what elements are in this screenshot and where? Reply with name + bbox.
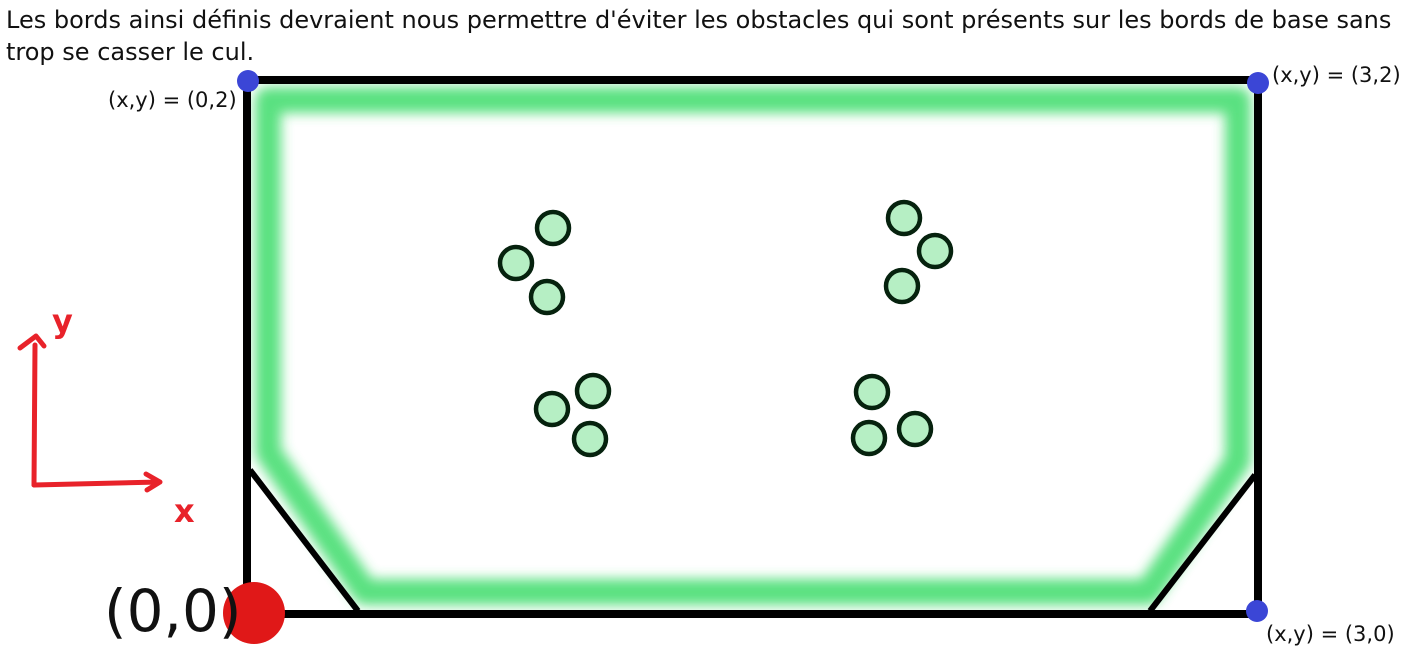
obstacle bbox=[534, 209, 572, 247]
corner-marker-top-right bbox=[1247, 72, 1269, 94]
obstacle bbox=[497, 244, 535, 282]
obstacle bbox=[896, 410, 934, 448]
obstacle bbox=[528, 278, 566, 316]
corner-label-bottom-right: (x,y) = (3,0) bbox=[1266, 622, 1395, 646]
y-axis-label: y bbox=[52, 302, 73, 340]
obstacle bbox=[883, 267, 921, 305]
obstacle-group bbox=[497, 199, 954, 458]
corner-marker-bottom-right bbox=[1246, 600, 1268, 622]
obstacle bbox=[533, 390, 571, 428]
axes-sketch bbox=[17, 333, 163, 493]
field-border bbox=[243, 76, 1262, 618]
obstacle bbox=[571, 420, 609, 458]
y-axis-arrow bbox=[17, 333, 47, 488]
bottom-left-cut-line bbox=[247, 468, 361, 613]
obstacle bbox=[885, 199, 923, 237]
obstacle bbox=[916, 232, 954, 270]
obstacle bbox=[850, 419, 888, 457]
obstacle bbox=[574, 372, 612, 410]
origin-marker bbox=[223, 582, 285, 644]
x-axis-label: x bbox=[174, 492, 195, 530]
corner-marker-top-left bbox=[237, 70, 259, 92]
corner-label-top-right: (x,y) = (3,2) bbox=[1272, 63, 1401, 87]
bottom-right-cut-line bbox=[1147, 473, 1258, 613]
x-axis-arrow bbox=[31, 471, 163, 493]
origin-label: (0,0) bbox=[104, 577, 242, 645]
corner-label-top-left: (x,y) = (0,2) bbox=[108, 88, 237, 112]
safe-zone-outline bbox=[255, 87, 1251, 605]
caption-text: Les bords ainsi définis devraient nous p… bbox=[6, 6, 1392, 66]
obstacle bbox=[853, 373, 891, 411]
